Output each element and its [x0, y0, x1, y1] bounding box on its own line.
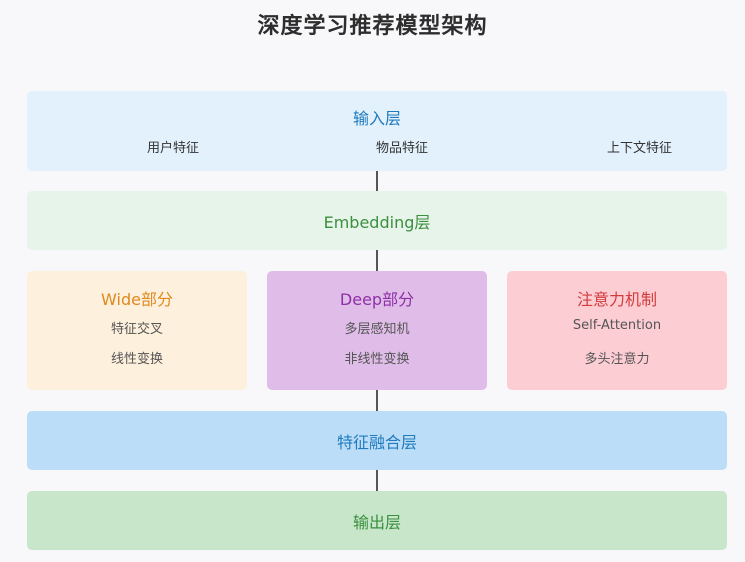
wide-part-box: Wide部分 特征交叉 线性变换	[27, 271, 247, 390]
fusion-layer-label: 特征融合层	[336, 433, 417, 452]
deep-part-line: 多层感知机	[344, 322, 410, 337]
output-layer-label: 输出层	[352, 513, 401, 532]
connector-embedding-middle	[376, 250, 378, 271]
attention-part-label: 注意力机制	[576, 290, 657, 309]
context-feature-label: 上下文特征	[607, 141, 673, 156]
wide-part-line: 线性变换	[110, 352, 163, 367]
attention-part-line: 多头注意力	[584, 352, 650, 367]
input-layer-label: 输入层	[352, 109, 401, 128]
fusion-layer-box: 特征融合层	[27, 411, 727, 470]
deep-part-line: 非线性变换	[344, 352, 410, 367]
output-layer-box: 输出层	[27, 491, 727, 550]
input-layer-box: 输入层 用户特征 物品特征 上下文特征	[27, 91, 727, 171]
wide-part-line: 特征交叉	[110, 322, 163, 337]
deep-part-box: Deep部分 多层感知机 非线性变换	[267, 271, 487, 390]
item-feature-label: 物品特征	[376, 141, 429, 156]
embedding-layer-box: Embedding层	[27, 191, 727, 250]
embedding-layer-label: Embedding层	[323, 213, 431, 232]
attention-part-line: Self-Attention	[572, 318, 662, 333]
diagram-title: 深度学习推荐模型架构	[257, 14, 488, 39]
user-feature-label: 用户特征	[147, 141, 200, 156]
deep-part-label: Deep部分	[339, 290, 415, 309]
connector-fusion-output	[376, 470, 378, 491]
connector-input-embedding	[376, 171, 378, 191]
attention-part-box: 注意力机制 Self-Attention 多头注意力	[507, 271, 727, 390]
wide-part-label: Wide部分	[101, 290, 173, 309]
connector-middle-fusion	[376, 390, 378, 411]
